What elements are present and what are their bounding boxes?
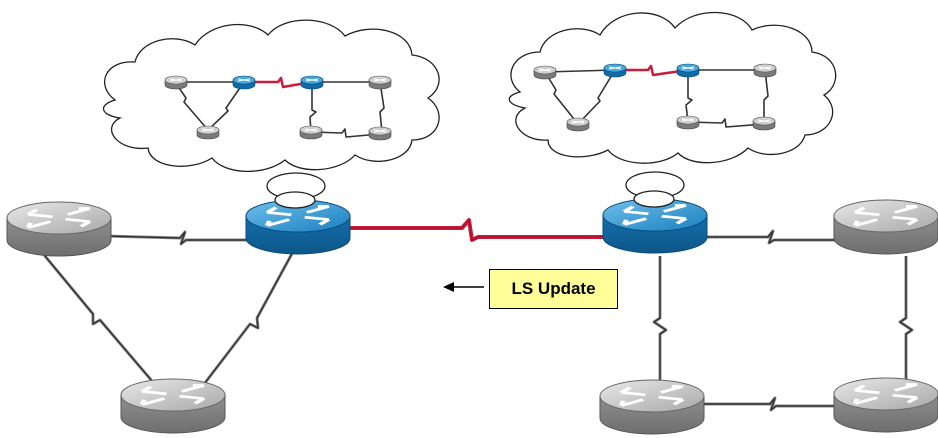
router-icon [832,376,938,434]
thought-bubble-tiny [633,190,675,208]
router-icon [299,125,323,140]
router-icon [753,63,777,78]
ls-update-label: LS Update [489,269,618,309]
router-icon [598,378,706,436]
thought-cloud-left [102,19,440,209]
router-icon [368,75,392,90]
router-icon [566,117,590,132]
router-icon [676,115,700,130]
router-icon [752,116,776,131]
mini-network-right [533,63,777,132]
router-icon [300,75,324,90]
thought-cloud-right [508,11,837,208]
links [38,218,914,412]
thought-cloud-body [508,11,837,164]
router-icon [368,126,392,141]
router-icon [164,75,188,90]
router-icon [119,377,227,435]
thought-bubble-tiny [274,191,316,209]
router-icon [196,125,220,140]
router-icon [603,63,627,78]
router-icon [5,200,113,258]
link-blue-to-bottom [196,247,297,393]
router-icon [533,65,557,80]
router-icon [676,63,700,78]
mini-network-left [164,75,392,141]
left-arrow-icon [443,282,484,292]
router-icon [232,75,256,90]
thought-cloud-body [102,19,440,173]
router-icon [832,198,938,256]
